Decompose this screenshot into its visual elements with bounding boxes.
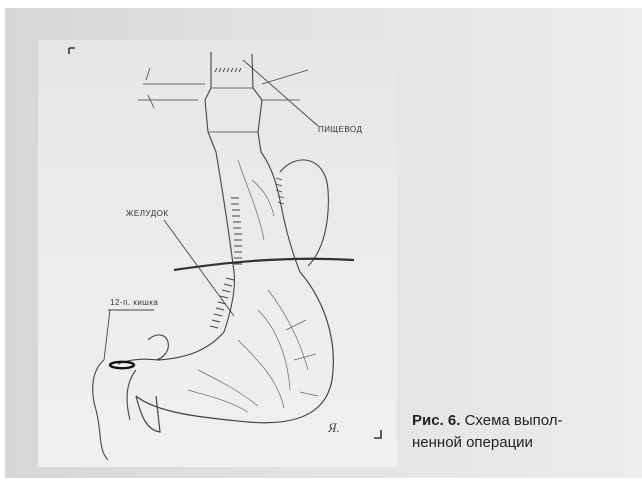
stomach-pointer (164, 220, 234, 316)
label-stomach: ЖЕЛУДОК (126, 209, 169, 218)
sketch-svg: ПИЩЕВОД (38, 40, 397, 467)
esophagus (138, 52, 308, 152)
artist-signature: Я. (327, 420, 340, 435)
gastric-tube (216, 152, 300, 332)
anastomosis-ring (110, 362, 134, 368)
label-esophagus: ПИЩЕВОД (318, 125, 362, 134)
figure-number: Рис. 6. (412, 412, 460, 429)
figure-caption: Рис. 6. Схема выпол- ненной операции (412, 410, 632, 454)
stomach-body (136, 272, 333, 432)
corner-mark-br (374, 430, 381, 438)
caption-line-1: Схема выпол- (465, 412, 563, 429)
duodenum (93, 335, 169, 460)
surgical-sketch: ПИЩЕВОД (38, 40, 397, 467)
label-duodenum: 12-п. кишка (110, 298, 158, 307)
vessels (188, 160, 318, 412)
duodenum-pointer (104, 310, 154, 360)
esophagus-pointer (243, 60, 318, 126)
fundus (276, 160, 328, 266)
resection-line (174, 259, 354, 270)
caption-line-2: ненной операции (412, 434, 533, 451)
corner-mark-tl (69, 48, 75, 54)
